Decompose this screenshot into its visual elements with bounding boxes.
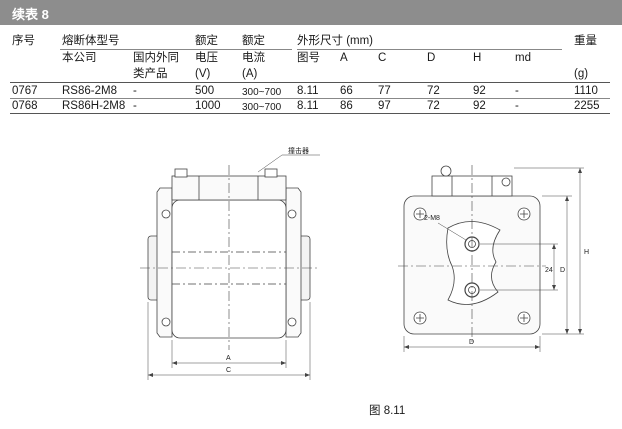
fuse-technical-drawing: 撞击器 A C D D H 24 2-M8 [140,146,589,380]
header-equiv-1: 国内外同 [133,52,179,64]
row2-D: 72 [427,100,440,112]
row1-weight: 1110 [574,85,598,97]
row-divider [10,98,610,99]
header-fuse-model: 熔断体型号 [62,35,120,47]
header-current-3: (A) [242,68,258,80]
header-voltage-3: (V) [195,68,211,80]
table-title: 续表 8 [12,7,49,22]
row2-md: - [515,100,519,112]
header-D: D [427,52,436,64]
row1-D: 72 [427,85,440,97]
header-divider-model [60,49,292,50]
header-A: A [340,52,348,64]
row2-equiv: - [133,100,137,112]
row1-current: 300~700 [242,87,282,98]
row1-voltage: 500 [195,85,215,97]
header-weight-1: 重量 [574,35,597,47]
row1-md: - [515,85,519,97]
row1-equiv: - [133,85,137,97]
header-equiv-2: 类产品 [133,68,168,80]
right-end-plate [285,187,302,338]
header-fig-no: 图号 [297,52,320,64]
row2-H: 92 [473,100,486,112]
figure-caption: 图 8.11 [369,405,406,417]
row2-weight: 2255 [574,100,600,112]
header-bottom-rule [10,82,610,83]
header-our-company: 本公司 [62,52,97,64]
header-H: H [473,52,482,64]
header-md: md [515,52,531,64]
row2-model: RS86H-2M8 [62,100,126,112]
header-dimensions: 外形尺寸 (mm) [297,35,374,47]
row1-model: RS86-2M8 [62,85,117,97]
table-title-bar: 续表 8 [0,0,622,25]
header-voltage-1: 额定 [195,35,218,47]
dim-label-D-bottom: D [469,339,474,346]
dim-label-A: A [226,355,231,362]
row2-A: 86 [340,100,353,112]
table-bottom-rule [10,113,610,114]
header-no: 序号 [12,35,35,47]
dim-label-H: H [584,249,589,256]
header-current-1: 额定 [242,35,265,47]
row1-fig: 8.11 [297,85,319,97]
row1-C: 77 [378,85,391,97]
header-divider-dims [297,49,562,50]
dim-label-24: 24 [545,267,553,274]
row2-voltage: 1000 [195,100,221,112]
row2-no: 0768 [12,100,38,112]
dim-label-D-side: D [560,267,565,274]
dim-label-2m8: 2-M8 [424,215,440,222]
row2-fig: 8.11 [297,100,319,112]
header-current-2: 电流 [242,52,265,64]
row1-H: 92 [473,85,486,97]
header-C: C [378,52,387,64]
dim-label-C: C [226,367,231,374]
row1-no: 0767 [12,85,38,97]
row2-C: 97 [378,100,391,112]
header-weight-2: (g) [574,68,589,80]
row1-A: 66 [340,85,353,97]
header-voltage-2: 电压 [195,52,218,64]
striker-label: 撞击器 [288,146,309,155]
row2-current: 300~700 [242,102,282,113]
